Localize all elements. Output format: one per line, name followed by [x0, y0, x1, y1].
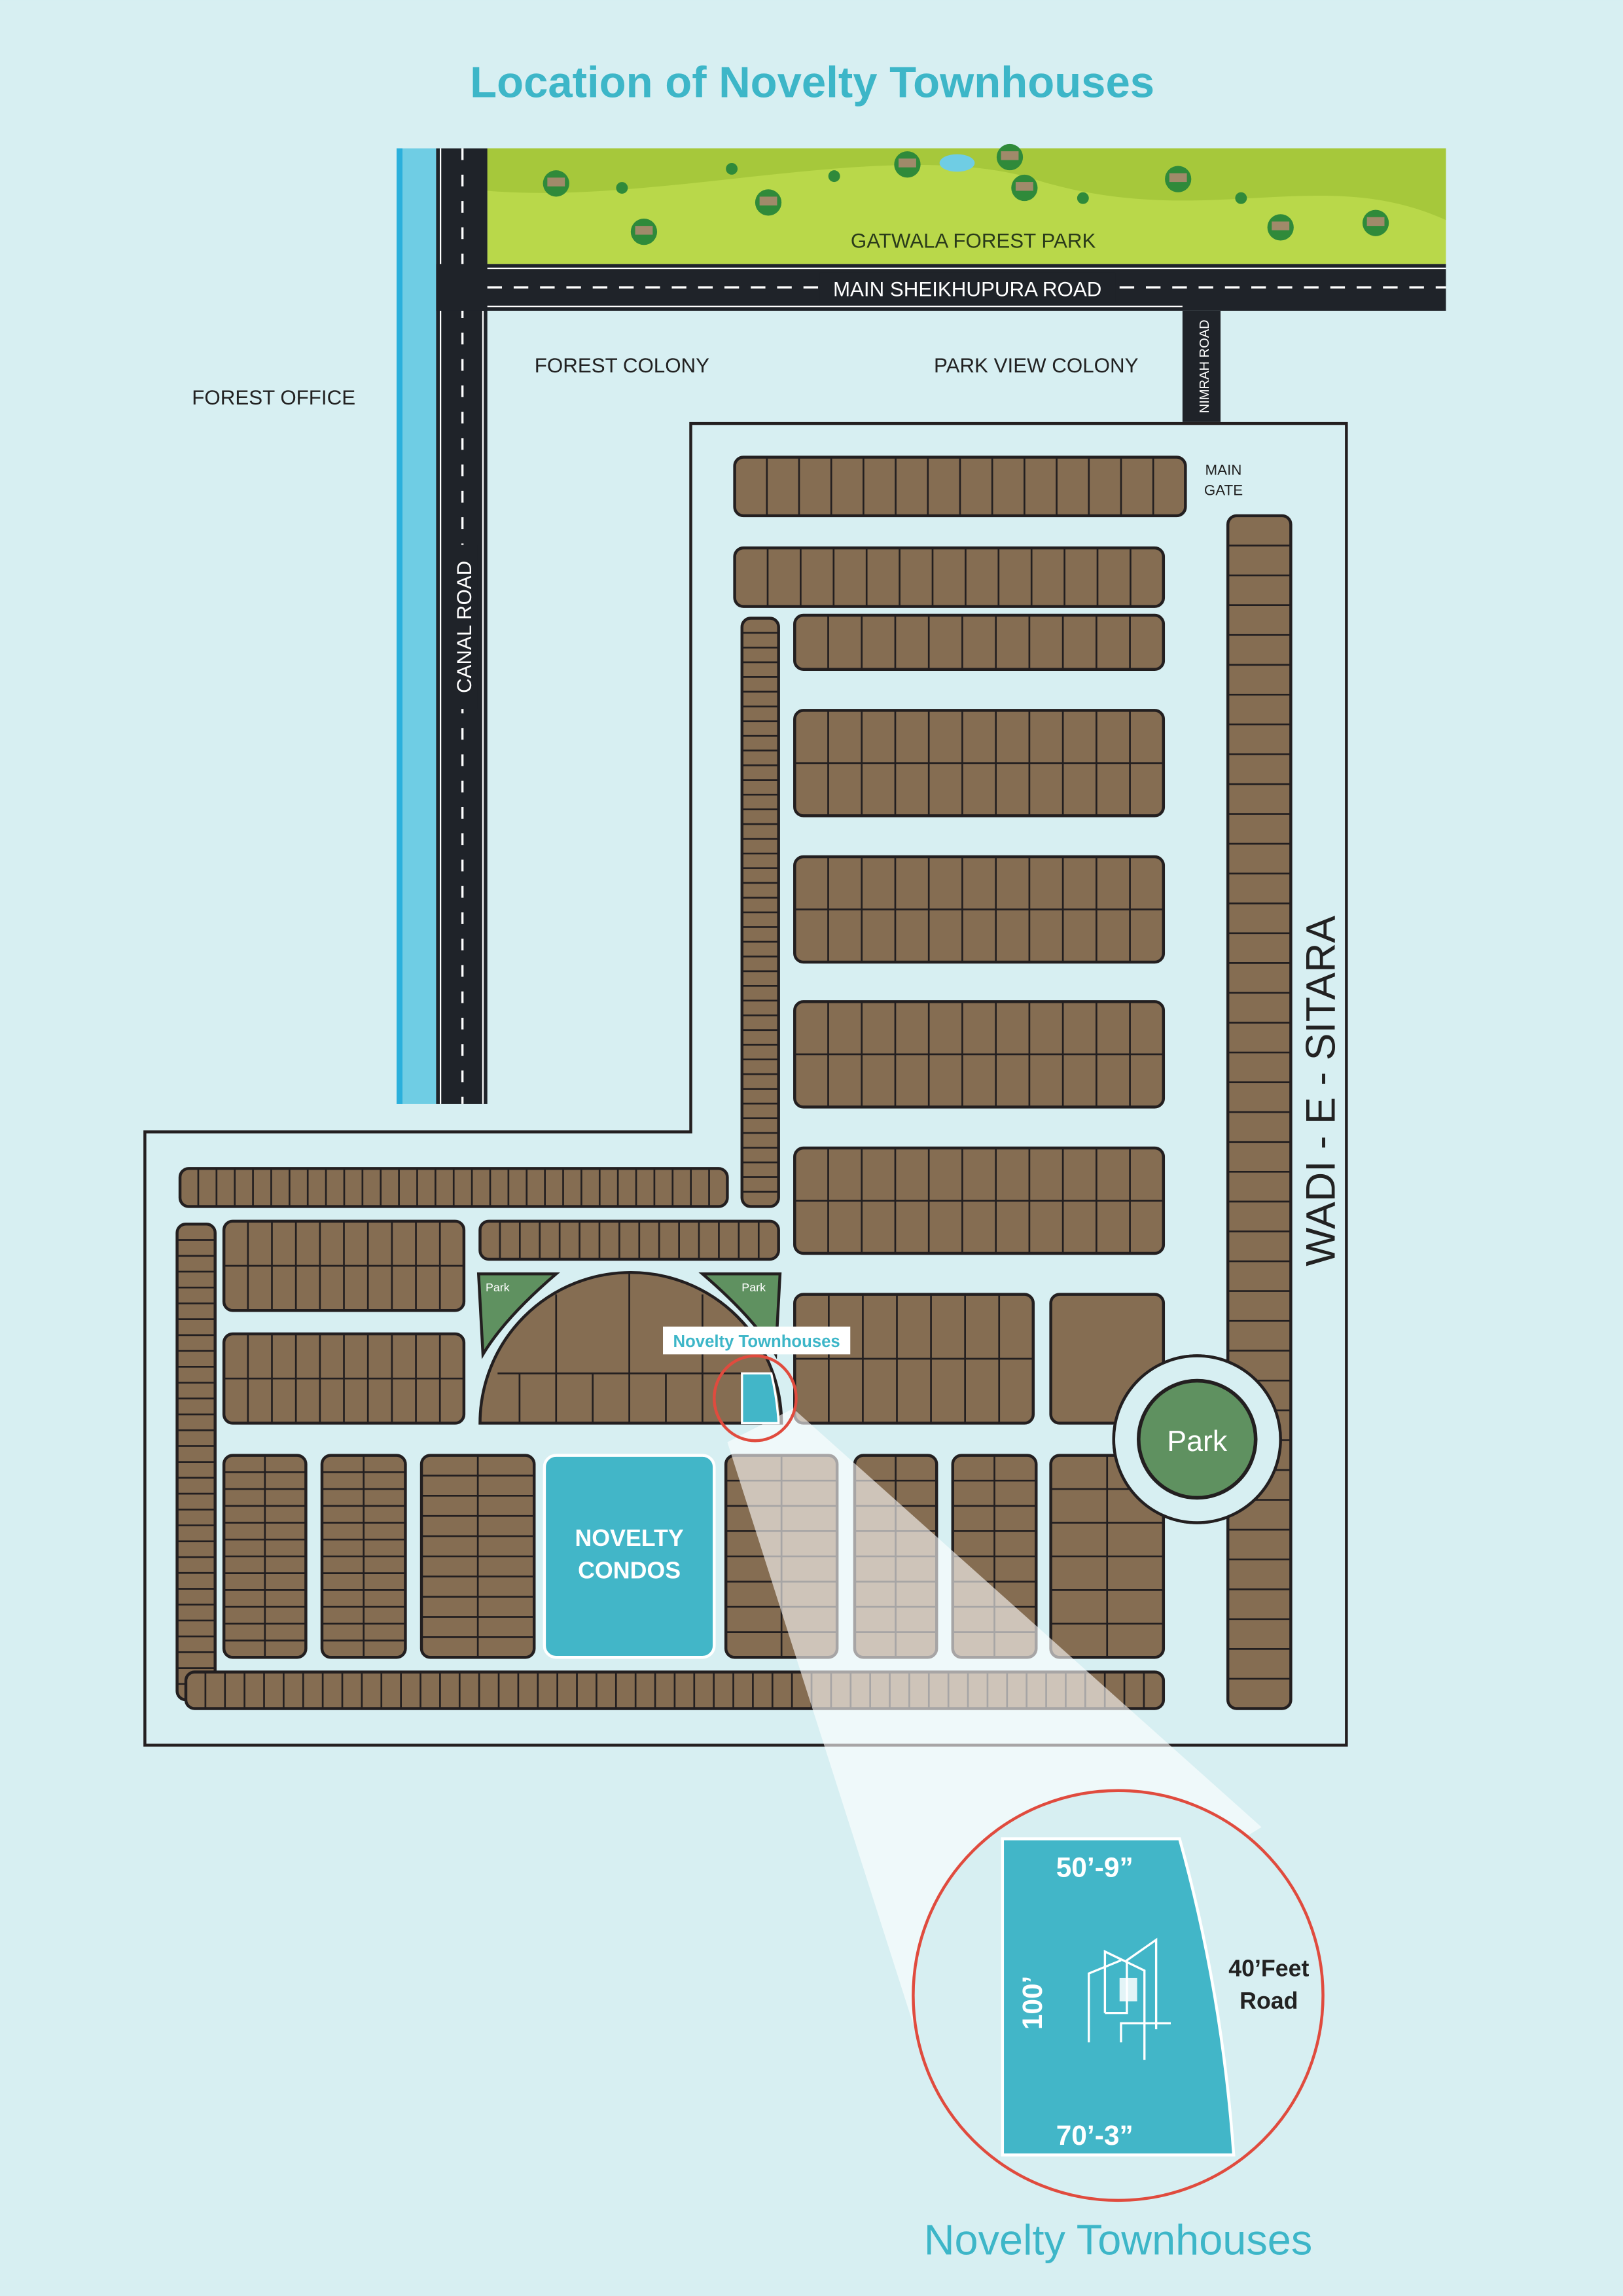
plot-block	[419, 1454, 536, 1659]
townhouse-tag-label: Novelty Townhouses	[673, 1333, 840, 1351]
plot-block	[175, 1223, 217, 1702]
tree-icon	[894, 151, 921, 178]
tree-icon	[616, 182, 628, 194]
forest-office-label: FOREST OFFICE	[192, 386, 355, 409]
nimrah-road-label: NIMRAH ROAD	[1198, 319, 1212, 413]
highlight-ring	[713, 1354, 798, 1443]
main-gate-label: MAIN	[1205, 461, 1242, 478]
plot-block	[1226, 514, 1293, 1710]
tree-icon	[755, 189, 782, 216]
forest-colony-label: FOREST COLONY	[535, 354, 709, 377]
plot-block-outline	[733, 546, 1166, 608]
tree-icon	[1011, 174, 1038, 202]
tree-icon	[726, 163, 738, 175]
forest-park: GATWALA FOREST PARK	[487, 143, 1446, 264]
canal-road-label: CANAL ROAD	[453, 561, 476, 693]
roundabout-park	[1137, 1378, 1258, 1500]
townhouse-tag	[663, 1326, 851, 1355]
novelty-townhouses-plot[interactable]	[741, 1372, 780, 1425]
pond-icon	[939, 154, 975, 172]
plot-block	[222, 1332, 466, 1425]
plot-block	[740, 617, 780, 1208]
road-width-2: Road	[1240, 1988, 1298, 2014]
window-grid-icon	[1119, 1977, 1137, 2001]
society-boundary	[143, 422, 1348, 1747]
main-road-label: MAIN SHEIKHUPURA ROAD	[833, 278, 1101, 301]
plot-block	[222, 1454, 308, 1659]
tree-icon	[1165, 166, 1192, 192]
condos-label-2: CONDOS	[578, 1557, 681, 1583]
plot-block	[178, 1167, 729, 1208]
building-icon	[1088, 1937, 1171, 2060]
plot-shape	[1001, 1837, 1236, 2157]
tree-icon	[1362, 209, 1389, 236]
plot-block	[733, 456, 1187, 518]
tree-icon	[1267, 214, 1294, 241]
tree-icon	[996, 143, 1024, 171]
plot-block	[793, 1293, 1035, 1425]
tree-icon	[1077, 192, 1089, 204]
plot-block	[478, 1219, 780, 1261]
park-left-label: Park	[486, 1281, 510, 1294]
park-view-colony-label: PARK VIEW COLONY	[934, 354, 1139, 377]
forest-park-label: GATWALA FOREST PARK	[851, 230, 1096, 253]
page-title: Location of Novelty Townhouses	[470, 58, 1154, 107]
bottom-width: 70’-3”	[1056, 2121, 1133, 2151]
novelty-condos[interactable]	[543, 1454, 716, 1659]
main-sheikhupura-road: MAIN SHEIKHUPURA ROAD	[436, 264, 1446, 311]
plot-block	[793, 1000, 1166, 1109]
plot-block	[320, 1454, 407, 1659]
canal-water	[397, 148, 437, 1104]
plot-block	[793, 1146, 1166, 1255]
tree-icon	[630, 218, 658, 245]
main-gate-label-2: GATE	[1204, 482, 1243, 499]
canal-edge	[397, 148, 402, 1104]
plot-block	[733, 546, 1166, 608]
nimrah-road: NIMRAH ROAD	[1182, 310, 1221, 422]
plot-caption: Novelty Townhouses	[924, 2216, 1313, 2264]
road-width: 40’Feet	[1228, 1956, 1309, 1982]
plot-block	[793, 855, 1166, 964]
plot-block	[793, 709, 1166, 817]
roundabout-park-label: Park	[1167, 1426, 1228, 1458]
top-width: 50’-9”	[1056, 1853, 1133, 1884]
plot-block-outline	[478, 1219, 780, 1261]
plot-block	[793, 613, 1166, 671]
society-name: WADI - E - SITARA	[1298, 916, 1344, 1266]
plot-detail-zoom: 50’-9” 70’-3” 100’ 40’Feet Road	[912, 1789, 1325, 2202]
plot-block-outline	[793, 613, 1166, 671]
plot-block	[222, 1219, 466, 1312]
park-right-label: Park	[741, 1281, 766, 1294]
tree-icon	[828, 170, 840, 183]
depth: 100’	[1018, 1976, 1048, 2030]
plot-block	[1049, 1454, 1166, 1659]
condos-label: NOVELTY	[575, 1525, 683, 1551]
tree-icon	[1235, 192, 1247, 204]
tree-icons	[543, 143, 1389, 245]
tree-icon	[543, 170, 569, 197]
park-left	[476, 1272, 560, 1359]
